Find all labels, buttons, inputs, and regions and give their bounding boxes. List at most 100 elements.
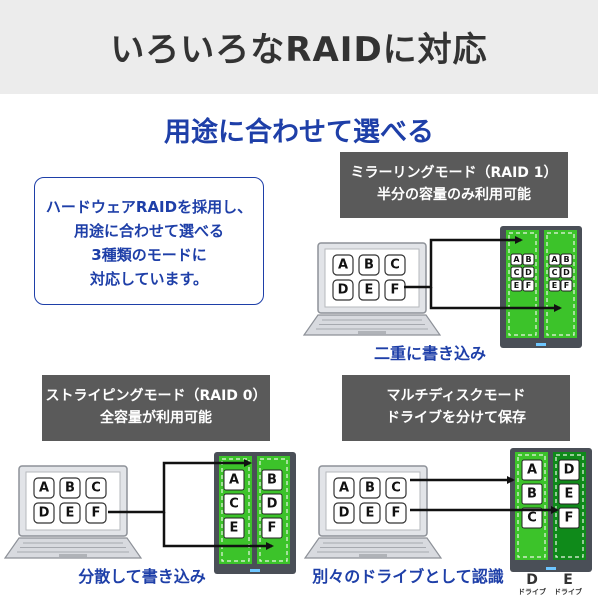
- striping-enclosure-led: [250, 569, 260, 572]
- striping-drive1-drive-file-label: A: [229, 473, 239, 488]
- striping-drive2-drive-file-label: F: [268, 521, 277, 536]
- striping-drive2-drive-file-label: D: [267, 497, 278, 512]
- multidisk-drive2-drive-file-box: [558, 507, 580, 529]
- mirroring-caption: 二重に書き込み: [373, 344, 486, 363]
- callout-line-2: 用途に合わせて選べる: [73, 222, 224, 240]
- striping-file-label: A: [39, 481, 49, 496]
- multidisk-drive2-drive-file-box: [558, 459, 580, 481]
- callout-line-3: 3種類のモードに: [91, 246, 207, 264]
- mirroring-file-box: [384, 254, 406, 276]
- striping-file-label: C: [91, 481, 101, 496]
- striping-title: ストライピングモード（RAID 0）: [45, 388, 267, 404]
- striping-file-label: F: [92, 506, 101, 521]
- mirroring-drive1-drive-file-label: E: [514, 281, 519, 290]
- striping-drive2-drive-file-box: [261, 469, 283, 491]
- mirroring-drive2-drive-file-box: [560, 266, 573, 279]
- striping-label-box: ストライピングモード（RAID 0） 全容量が利用可能: [42, 375, 270, 441]
- mirroring-file-label: B: [364, 258, 374, 273]
- header: いろいろなRAIDに対応: [0, 0, 598, 94]
- mirroring-drive1-drive-file-box: [522, 253, 535, 266]
- mirroring-drive1-drive-file-box: [522, 279, 535, 292]
- multidisk-drive1-drive-file-label: B: [527, 487, 537, 502]
- striping-file-box: [33, 477, 55, 499]
- mirroring-label-box: ミラーリングモード（RAID 1） 半分の容量のみ利用可能: [340, 152, 568, 218]
- mirroring-drive2-drive-file-label: A: [551, 255, 558, 264]
- striping-file-box: [85, 477, 107, 499]
- striping-bay2-drive-bay-border: [259, 458, 288, 562]
- multidisk-file-box: [333, 477, 355, 499]
- mirroring-arrow-upper: [404, 236, 523, 289]
- striping-bay1-drive-bay-border: [221, 458, 250, 562]
- mirroring-drive1-drive-file-box: [510, 279, 523, 292]
- mirroring-drive1-drive-file-box: [522, 266, 535, 279]
- striping-file-label: D: [39, 506, 50, 521]
- multidisk-file-box: [359, 502, 381, 524]
- multidisk-bay1-drive-bay-border: [517, 454, 546, 558]
- striping-drive2-drive-file-box: [261, 517, 283, 539]
- mirroring-drive1-drive-file-box: [510, 253, 523, 266]
- callout-box: ハードウェアRAIDを採用し、 用途に合わせて選べる 3種類のモードに 対応して…: [34, 177, 264, 305]
- multidisk-laptop-trackpad: [359, 554, 387, 557]
- mirroring-file-label: A: [338, 258, 348, 273]
- mirroring-drive2-drive-file-label: B: [563, 255, 569, 264]
- multidisk-drive2-drive-file-label: E: [565, 487, 574, 502]
- mirroring-drive2-drive-file-box: [548, 279, 561, 292]
- drive-sub-e: ドライブ: [554, 588, 582, 596]
- mirroring-bay2-drive-bay-border: [546, 232, 575, 336]
- mirroring-drive2-drive-file-label: F: [564, 281, 569, 290]
- callout-line-1: ハードウェアRAIDを採用し、: [45, 198, 253, 216]
- mirroring-enclosure-led: [536, 343, 546, 346]
- mirroring-drive2-drive-file-label: D: [563, 268, 570, 277]
- striping-laptop-trackpad: [59, 554, 87, 557]
- mirroring-file-box: [358, 279, 380, 301]
- mirroring-file-box: [384, 279, 406, 301]
- multidisk-caption: 別々のドライブとして認識: [312, 567, 504, 586]
- multidisk-file-box: [385, 502, 407, 524]
- striping-arrow-upper: [108, 459, 252, 514]
- mirroring-file-label: E: [365, 283, 374, 298]
- mirroring-desc: 半分の容量のみ利用可能: [377, 187, 531, 203]
- mirroring-file-box: [332, 254, 354, 276]
- mirroring-file-box: [332, 279, 354, 301]
- striping-drive1-drive-file-label: E: [230, 521, 239, 536]
- drive-letter-d: D: [526, 572, 538, 588]
- multidisk-file-label: C: [391, 481, 401, 496]
- mirroring-drive1-drive-file-label: F: [526, 281, 531, 290]
- mirroring-drive2-drive-file-box: [560, 279, 573, 292]
- mirroring-drive1-drive-file-label: A: [513, 255, 520, 264]
- multidisk-label-box: マルチディスクモード ドライブを分けて保存: [342, 375, 570, 441]
- multidisk-file-label: A: [339, 481, 349, 496]
- multidisk-drive1-drive-file-label: A: [527, 463, 537, 478]
- multidisk-desc: ドライブを分けて保存: [386, 410, 526, 426]
- mirroring-drive1-drive-file-box: [510, 266, 523, 279]
- mirroring-bay1-drive-bay-border: [508, 232, 537, 336]
- striping-drive1-drive-file-label: C: [229, 497, 239, 512]
- multidisk-file-box: [359, 477, 381, 499]
- callout-line-4: 対応しています。: [89, 270, 209, 288]
- mirroring-drive2-drive-file-label: C: [552, 268, 558, 277]
- multidisk-drive1-drive-file-box: [521, 483, 543, 505]
- striping-file-box: [85, 502, 107, 524]
- multidisk-file-label: F: [392, 506, 401, 521]
- striping-file-label: E: [66, 506, 75, 521]
- drive-label-e: E ドライブ: [554, 572, 582, 597]
- multidisk-drive2-drive-file-label: D: [564, 463, 575, 478]
- drive-label-d: D ドライブ: [518, 572, 546, 597]
- mirroring-file-label: F: [391, 283, 400, 298]
- mirroring-drive1-drive-file-label: C: [514, 268, 520, 277]
- multidisk-drive1-drive-file-label: C: [527, 511, 537, 526]
- multidisk-file-label: E: [366, 506, 375, 521]
- subtitle: 用途に合わせて選べる: [164, 117, 434, 148]
- mirroring-arrow-lower: [429, 287, 562, 312]
- striping-file-box: [59, 502, 81, 524]
- striping-desc: 全容量が利用可能: [100, 410, 212, 426]
- multidisk-file-label: B: [365, 481, 375, 496]
- mirroring-drive1-drive-file-label: B: [525, 255, 531, 264]
- multidisk-drive2-drive-file-box: [558, 483, 580, 505]
- multidisk-file-box: [385, 477, 407, 499]
- mirroring-file-label: D: [338, 283, 349, 298]
